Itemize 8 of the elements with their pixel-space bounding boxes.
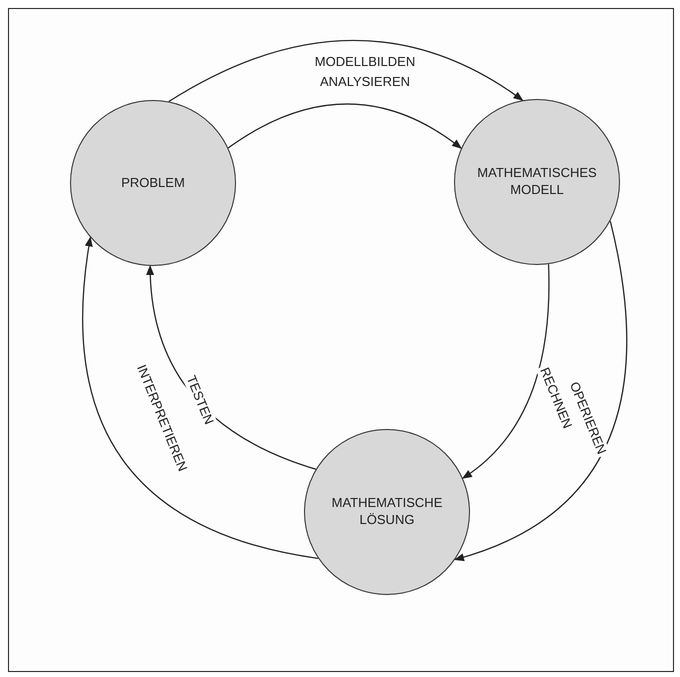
arrow (454, 220, 628, 561)
node-label: MATHEMATISCHES MODELL (476, 165, 598, 199)
node-label: MATHEMATISCHE LÖSUNG (330, 495, 444, 529)
arrow (168, 40, 524, 102)
arrow (462, 264, 550, 479)
arrow (82, 236, 318, 559)
arrow (228, 104, 462, 149)
node-label: PROBLEM (120, 174, 186, 192)
